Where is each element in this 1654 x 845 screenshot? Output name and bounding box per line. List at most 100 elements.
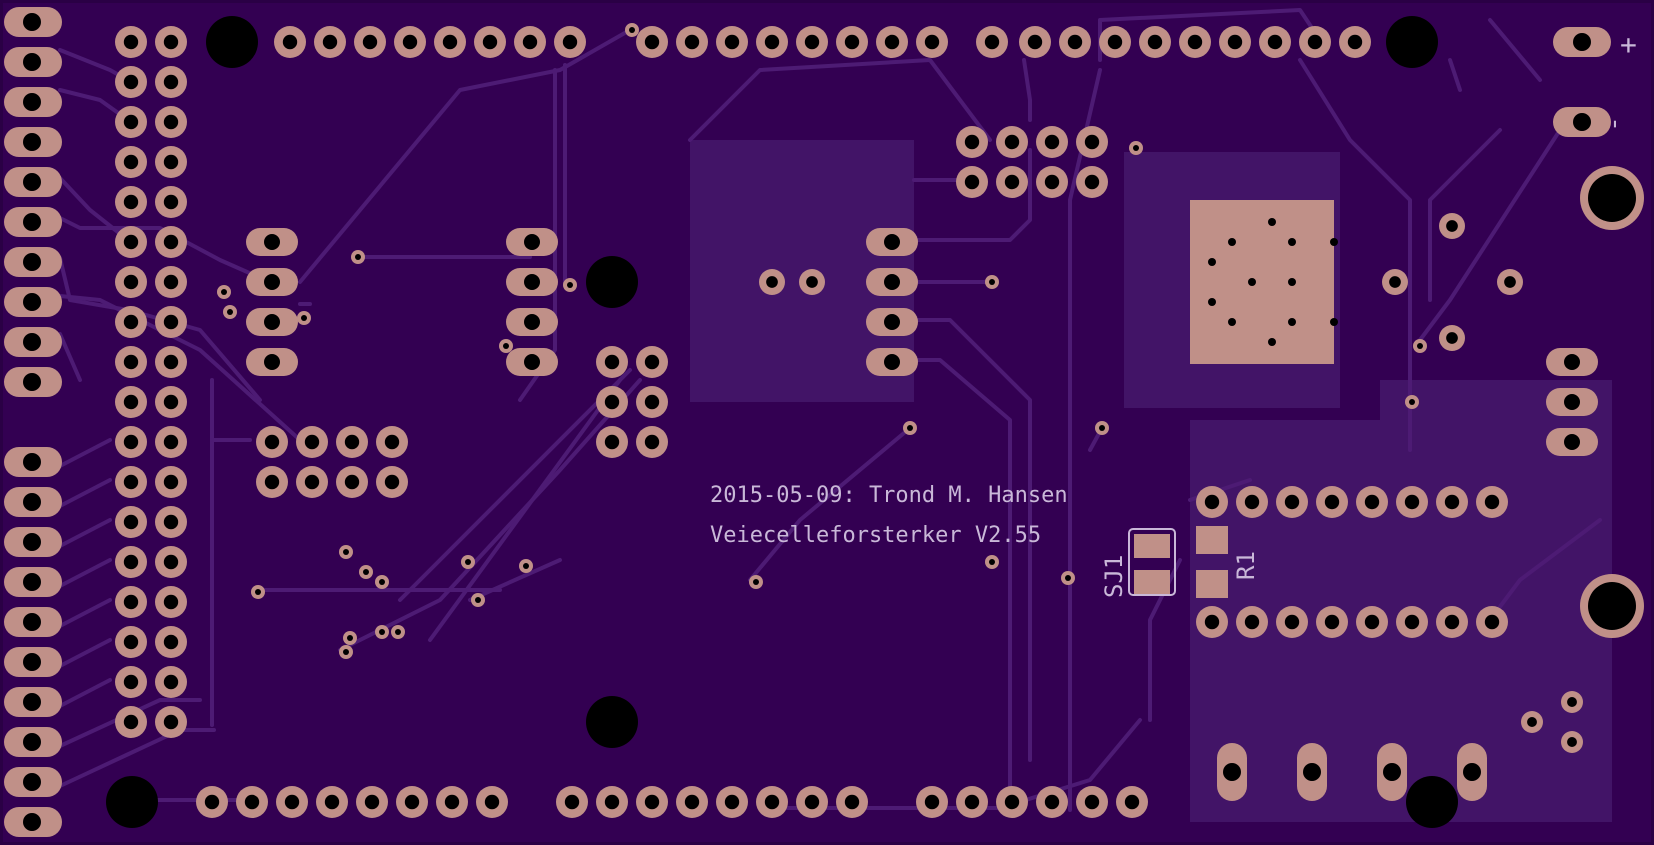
pad-hole <box>764 34 780 50</box>
thermal-via <box>1268 338 1276 346</box>
pad-hole <box>684 794 700 810</box>
thermal-via <box>1208 258 1216 266</box>
oval-pad-hole <box>1564 354 1580 370</box>
edge-pad-hole <box>23 253 41 271</box>
pad-hole <box>1567 737 1577 747</box>
pad-hole <box>1567 697 1577 707</box>
pad-hole <box>1444 494 1460 510</box>
edge-pad-hole <box>23 13 41 31</box>
pad-hole <box>1347 34 1363 50</box>
mounting-hole <box>586 256 638 308</box>
pad-hole <box>163 674 179 690</box>
pad-hole <box>1307 34 1323 50</box>
edge-pad-hole <box>23 533 41 551</box>
pad-hole <box>123 634 139 650</box>
via-hole <box>989 279 995 285</box>
pad-hole <box>1267 34 1283 50</box>
pad-hole <box>884 34 900 50</box>
pad-hole <box>244 794 260 810</box>
pad-hole <box>322 34 338 50</box>
thermal-via <box>1288 278 1296 286</box>
edge-pad-hole <box>23 173 41 191</box>
pad-hole <box>724 34 740 50</box>
via-hole <box>379 629 385 635</box>
via-hole <box>395 629 401 635</box>
pad-hole <box>163 594 179 610</box>
thermal-via <box>1228 238 1236 246</box>
pad-hole <box>604 394 620 410</box>
via-hole <box>503 343 509 349</box>
edge-pad-hole <box>23 293 41 311</box>
silk-label-r1: R1 <box>1232 551 1260 580</box>
thermal-pad-copper <box>1190 200 1334 364</box>
pad-hole <box>964 794 980 810</box>
pad-hole <box>964 174 980 190</box>
via-hole <box>343 649 349 655</box>
through-hole-pads <box>115 26 1583 818</box>
via-hole <box>465 559 471 565</box>
pad-hole <box>163 394 179 410</box>
mounting-hole <box>206 16 258 68</box>
edge-pad-hole <box>23 453 41 471</box>
oval-pad-hole <box>1223 763 1241 781</box>
edge-pad-hole <box>23 573 41 591</box>
pad-hole <box>924 794 940 810</box>
pad-hole <box>844 34 860 50</box>
pad-hole <box>604 794 620 810</box>
mounting-hole <box>1588 582 1636 630</box>
oval-pad-hole <box>884 234 900 250</box>
via-hole <box>221 289 227 295</box>
pad-hole <box>402 34 418 50</box>
pad-hole <box>1244 614 1260 630</box>
smd-pads <box>1128 526 1228 598</box>
pad-hole <box>1527 717 1537 727</box>
pad-hole <box>1084 794 1100 810</box>
pad-hole <box>123 554 139 570</box>
via-hole <box>1133 145 1139 151</box>
edge-pad-hole <box>23 53 41 71</box>
pad-hole <box>344 434 360 450</box>
pad-hole <box>1084 174 1100 190</box>
via-hole <box>753 579 759 585</box>
pad-hole <box>163 194 179 210</box>
via-hole <box>301 315 307 321</box>
pad-hole <box>163 514 179 530</box>
pad-hole <box>163 434 179 450</box>
pad-hole <box>1484 614 1500 630</box>
pad-hole <box>1364 614 1380 630</box>
silk-date-author: 2015-05-09: Trond M. Hansen <box>710 483 1068 508</box>
pad-hole <box>123 194 139 210</box>
pad-hole <box>522 34 538 50</box>
oval-pad-hole <box>264 234 280 250</box>
oval-pad-hole <box>1303 763 1321 781</box>
sj1-outline <box>1128 528 1176 596</box>
thermal-via <box>1330 238 1338 246</box>
via-hole <box>989 559 995 565</box>
pad-hole <box>384 474 400 490</box>
oval-pad-hole <box>524 314 540 330</box>
via-hole <box>567 282 573 288</box>
pad-hole <box>123 314 139 330</box>
pad-hole <box>1389 276 1401 288</box>
pad-hole <box>123 74 139 90</box>
pad-hole <box>644 354 660 370</box>
oval-pad-hole <box>524 354 540 370</box>
pad-hole <box>984 34 1000 50</box>
pad-hole <box>1284 614 1300 630</box>
mounting-hole <box>1588 174 1636 222</box>
oval-pad-hole <box>1564 434 1580 450</box>
pad-hole <box>123 34 139 50</box>
pad-hole <box>1044 134 1060 150</box>
via-hole <box>347 635 353 641</box>
pad-hole <box>1404 614 1420 630</box>
copper-traces <box>58 8 1602 812</box>
pad-hole <box>644 394 660 410</box>
pad-hole <box>123 514 139 530</box>
pad-hole <box>644 434 660 450</box>
pad-hole <box>163 554 179 570</box>
via-hole <box>355 254 361 260</box>
silk-label-minus: - <box>1599 116 1629 132</box>
pad-hole <box>123 274 139 290</box>
oval-pad-hole <box>884 354 900 370</box>
pad-hole <box>684 34 700 50</box>
